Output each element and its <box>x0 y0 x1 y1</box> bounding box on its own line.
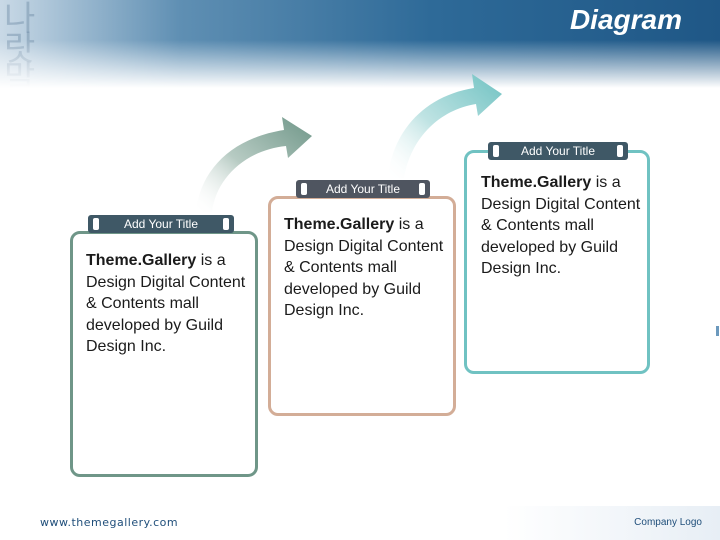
card-body-3: Theme.Gallery is a Design Digital Conten… <box>481 172 641 280</box>
card-tab-label: Add Your Title <box>521 144 595 158</box>
edge-marker <box>716 326 719 336</box>
card-body-2: Theme.Gallery is a Design Digital Conten… <box>284 214 444 322</box>
company-logo: Company Logo <box>634 517 702 528</box>
card-body-1: Theme.Gallery is a Design Digital Conten… <box>86 250 246 358</box>
card-body-bold: Theme.Gallery <box>284 216 394 233</box>
card-tab-label: Add Your Title <box>124 217 198 231</box>
footer-url[interactable]: www.themegallery.com <box>40 516 178 529</box>
card-body-bold: Theme.Gallery <box>481 174 591 191</box>
card-tab-label: Add Your Title <box>326 182 400 196</box>
card-tab-3: Add Your Title <box>488 142 628 160</box>
card-tab-1: Add Your Title <box>88 215 234 233</box>
card-body-bold: Theme.Gallery <box>86 252 196 269</box>
card-tab-2: Add Your Title <box>296 180 430 198</box>
